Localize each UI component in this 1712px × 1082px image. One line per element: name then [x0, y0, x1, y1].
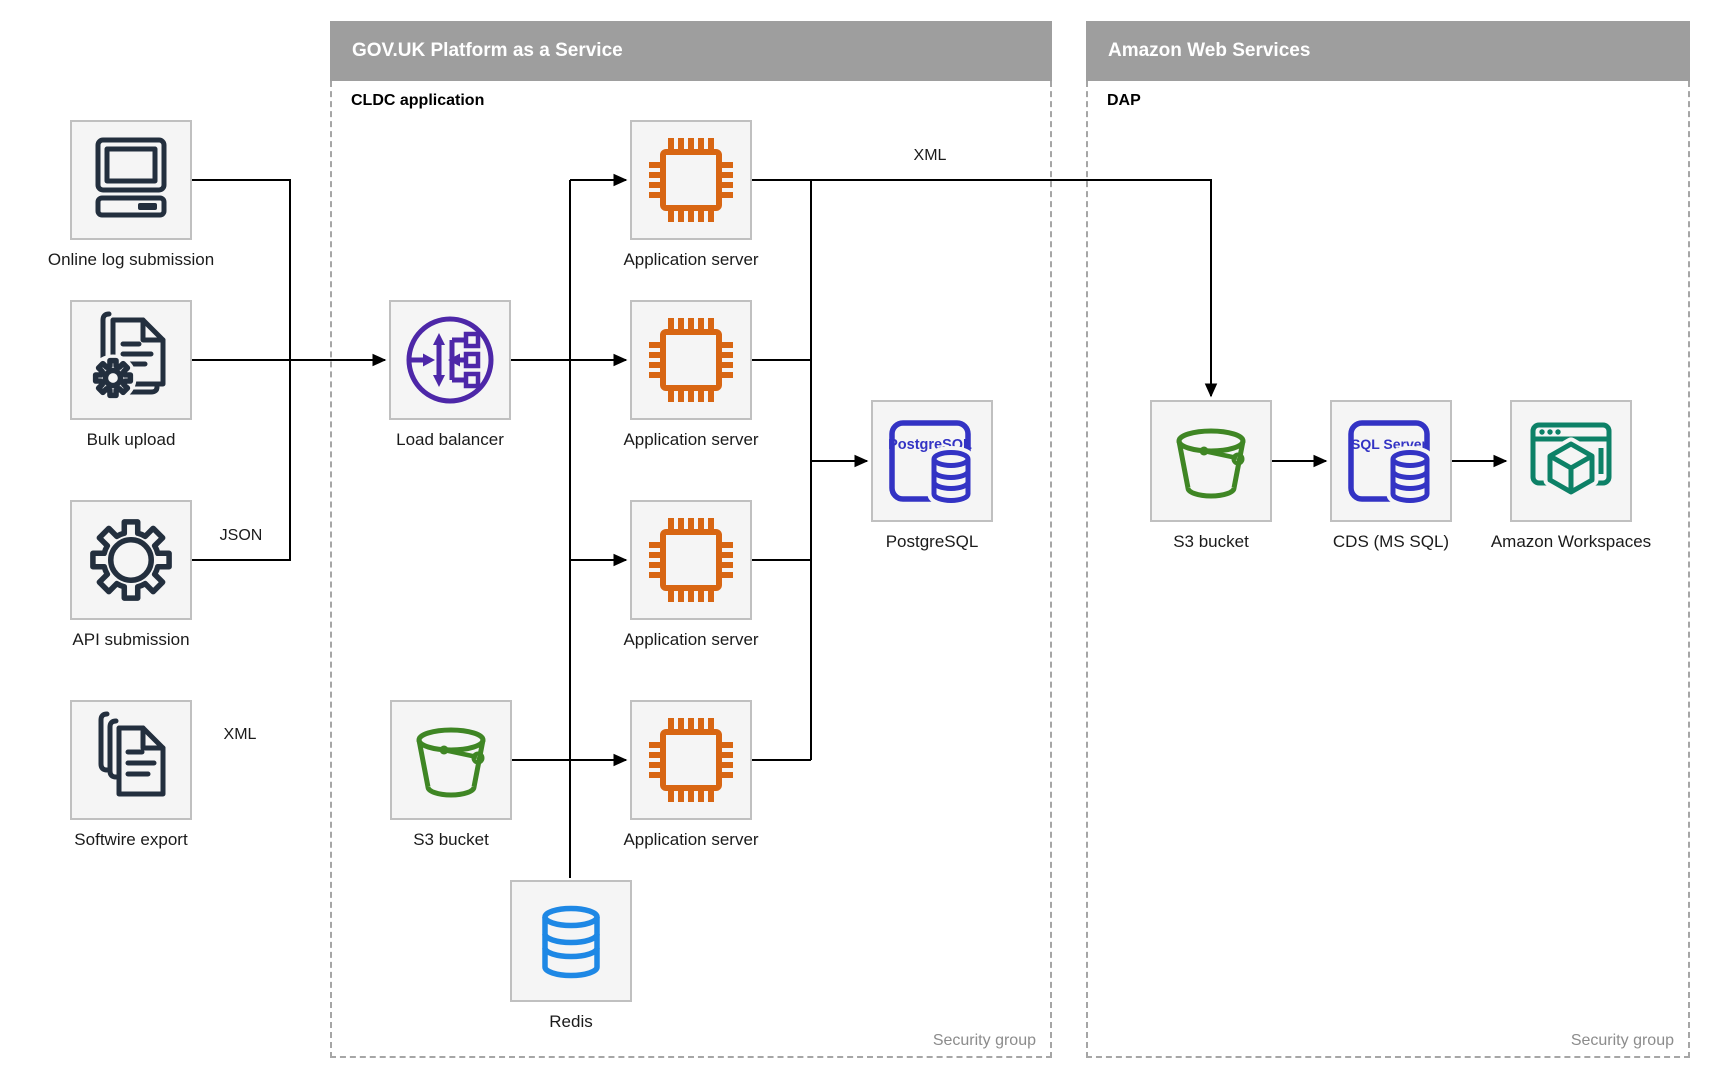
- node-label: Amazon Workspaces: [1490, 532, 1652, 551]
- gear-icon: [72, 502, 190, 618]
- node-s3-bucket-paas: [390, 700, 512, 820]
- s3-bucket-icon: [1176, 428, 1246, 499]
- postgresql-database-icon: PostgreSQL: [888, 420, 975, 507]
- paas-sublabel: CLDC application: [351, 92, 485, 109]
- node-application-server-3: [630, 500, 752, 620]
- paas-header: GOV.UK Platform as a Service: [330, 21, 1052, 81]
- node-s3-bucket-aws: [1150, 400, 1272, 522]
- node-amazon-workspaces: [1510, 400, 1632, 522]
- node-label: Load balancer: [396, 430, 504, 449]
- aws-sublabel: DAP: [1107, 92, 1141, 109]
- chip-icon: [649, 718, 733, 802]
- node-cds-mssql: SQL Server: [1330, 400, 1452, 522]
- node-label: Online log submission: [47, 250, 215, 269]
- node-label: Application server: [623, 250, 759, 269]
- node-label: API submission: [72, 630, 190, 649]
- aws-security-group-label: Security group: [1570, 1032, 1674, 1049]
- database-icon: [542, 905, 600, 979]
- edge-label-json: JSON: [219, 527, 263, 544]
- chip-icon: [649, 518, 733, 602]
- node-label: Application server: [623, 830, 759, 849]
- chip-icon: [649, 318, 733, 402]
- node-application-server-4: [630, 700, 752, 820]
- node-online-log-submission: [70, 120, 192, 240]
- edge-label-xml-softwire: XML: [223, 726, 257, 743]
- node-label: Bulk upload: [86, 430, 176, 449]
- load-balancer-icon: [406, 316, 494, 404]
- chip-icon: [649, 138, 733, 222]
- browser-cube-icon: [1530, 422, 1612, 499]
- node-label: Redis: [549, 1012, 593, 1031]
- document-stack-icon: [98, 711, 166, 797]
- node-label: S3 bucket: [1173, 532, 1249, 551]
- node-label: Softwire export: [74, 830, 188, 849]
- node-label: CDS (MS SQL): [1332, 532, 1450, 551]
- edge-label-xml-top: XML: [913, 147, 947, 164]
- aws-title: Amazon Web Services: [1108, 40, 1311, 61]
- node-application-server-2: [630, 300, 752, 420]
- node-redis: [510, 880, 632, 1002]
- node-label: PostgreSQL: [885, 532, 979, 551]
- s3-bucket-icon: [416, 727, 486, 798]
- node-softwire-export: [70, 700, 192, 820]
- document-gear-icon: [89, 311, 166, 402]
- node-postgresql: PostgreSQL: [871, 400, 993, 522]
- node-application-server-1: [630, 120, 752, 240]
- aws-container: Amazon Web Services DAP Security group: [1086, 21, 1690, 1058]
- paas-container: GOV.UK Platform as a Service CLDC applic…: [330, 21, 1052, 1058]
- paas-title: GOV.UK Platform as a Service: [352, 40, 623, 61]
- desktop-computer-icon: [95, 137, 167, 218]
- node-label: Application server: [623, 430, 759, 449]
- paas-security-group-label: Security group: [932, 1032, 1036, 1049]
- node-api-submission: [70, 500, 192, 620]
- node-label: S3 bucket: [413, 830, 489, 849]
- sql-server-database-icon: SQL Server: [1348, 420, 1434, 507]
- node-load-balancer: [389, 300, 511, 420]
- aws-header: Amazon Web Services: [1086, 21, 1690, 81]
- node-label: Application server: [623, 630, 759, 649]
- node-bulk-upload: [70, 300, 192, 420]
